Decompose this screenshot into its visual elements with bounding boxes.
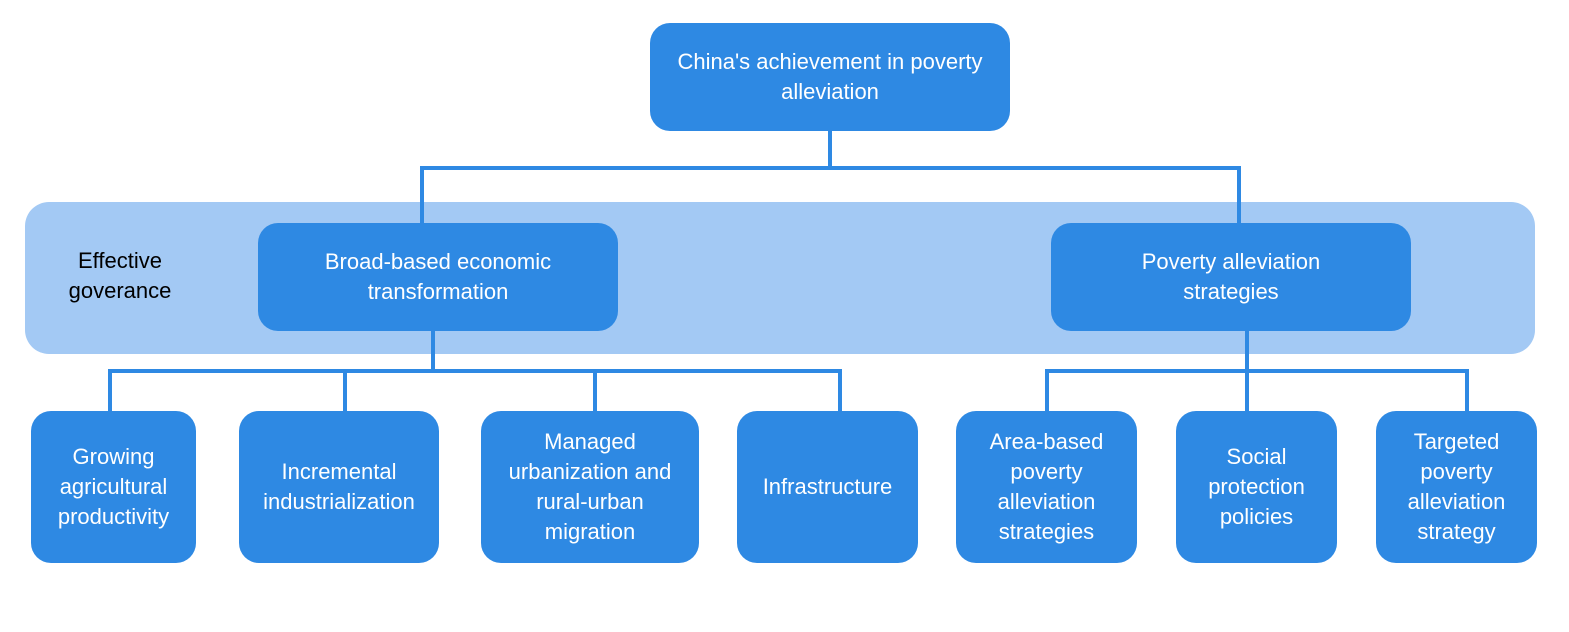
- child-node-label: Growing agricultural productivity: [57, 444, 170, 529]
- child-node-area-based-strategies: Area-based poverty alleviation strategie…: [956, 411, 1137, 563]
- root-node: China's achievement in poverty alleviati…: [650, 23, 1010, 131]
- child-node-label: Area-based poverty alleviation strategie…: [989, 429, 1104, 544]
- child-node-label: Social protection policies: [1208, 444, 1305, 529]
- root-node-label: China's achievement in poverty alleviati…: [677, 49, 983, 104]
- child-node-targeted-strategy: Targeted poverty alleviation strategy: [1376, 411, 1537, 563]
- child-node-label: Targeted poverty alleviation strategy: [1407, 429, 1506, 544]
- band-label: Effective goverance: [68, 248, 172, 303]
- child-node-label: Infrastructure: [762, 474, 893, 499]
- child-node-industrialization: Incremental industrialization: [239, 411, 439, 563]
- child-node-social-protection: Social protection policies: [1176, 411, 1337, 563]
- child-node-urbanization: Managed urbanization and rural-urban mig…: [481, 411, 699, 563]
- pillar-node-label: Poverty alleviation strategies: [1141, 249, 1321, 304]
- child-node-agricultural-productivity: Growing agricultural productivity: [31, 411, 196, 563]
- pillar-node-poverty-strategies: Poverty alleviation strategies: [1051, 223, 1411, 331]
- child-node-label: Managed urbanization and rural-urban mig…: [508, 429, 672, 544]
- pillar-node-economic-transformation: Broad-based economic transformation: [258, 223, 618, 331]
- pillar-node-label: Broad-based economic transformation: [324, 249, 552, 304]
- child-node-label: Incremental industrialization: [263, 459, 415, 514]
- child-node-infrastructure: Infrastructure: [737, 411, 918, 563]
